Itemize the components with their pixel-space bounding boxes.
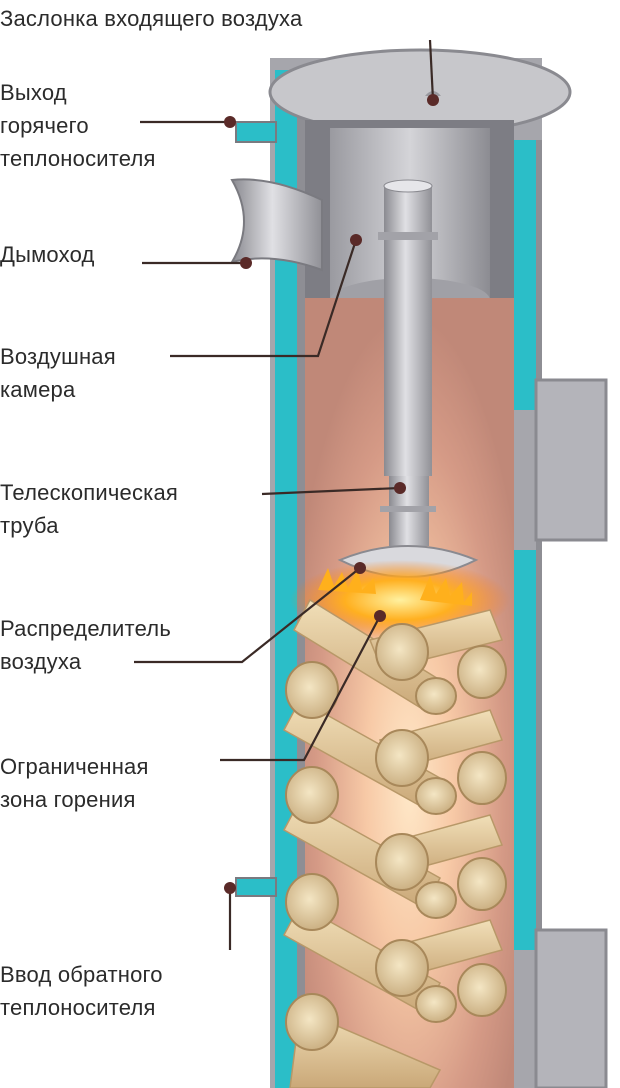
label-hot-outlet-line1: Выход — [0, 80, 67, 105]
label-telescopic-pipe-line2: труба — [0, 513, 59, 538]
label-return-inlet-line2: теплоносителя — [0, 995, 156, 1020]
telescopic-pipe — [378, 179, 438, 546]
callout-burn-zone — [220, 615, 381, 762]
water-jacket-right — [514, 140, 536, 410]
label-air-chamber-line2: камера — [0, 377, 76, 402]
callout-telescopic-pipe — [261, 486, 401, 496]
label-burn-zone: Ограниченная зона горения — [0, 750, 149, 816]
callout-air-distributor — [134, 567, 361, 664]
label-chimney: Дымоход — [0, 242, 95, 267]
label-air-distributor-line2: воздуха — [0, 649, 82, 674]
label-air-distributor-line1: Распределитель — [0, 616, 171, 641]
label-telescopic-pipe-line1: Телескопическая — [0, 480, 179, 505]
label-hot-outlet-line2: горячего — [0, 113, 89, 138]
chimney-pipe — [229, 178, 323, 272]
callout-intake-damper — [428, 39, 435, 101]
label-return-inlet-line1: Ввод обратного — [0, 962, 163, 987]
label-burn-zone-line1: Ограниченная — [0, 754, 149, 779]
return-inlet-pipe — [235, 877, 277, 897]
label-hot-outlet-line3: теплоносителя — [0, 146, 156, 171]
label-return-inlet: Ввод обратного теплоносителя — [0, 958, 163, 1024]
label-hot-outlet: Выход горячего теплоносителя — [0, 76, 156, 175]
label-air-distributor: Распределитель воздуха — [0, 612, 171, 678]
log-end — [285, 623, 507, 1051]
callouts — [134, 39, 439, 950]
hot-outlet-pipe — [235, 121, 277, 143]
side-port — [534, 378, 608, 542]
label-telescopic-pipe: Телескопическая труба — [0, 476, 178, 542]
firewood-stack — [282, 598, 507, 1088]
label-intake-damper: Заслонка входящего воздуха — [0, 6, 303, 31]
label-burn-zone-line2: зона горения — [0, 787, 136, 812]
label-air-chamber-line1: Воздушная — [0, 344, 116, 369]
label-air-chamber: Воздушная камера — [0, 340, 116, 406]
callout-air-chamber — [170, 239, 358, 358]
